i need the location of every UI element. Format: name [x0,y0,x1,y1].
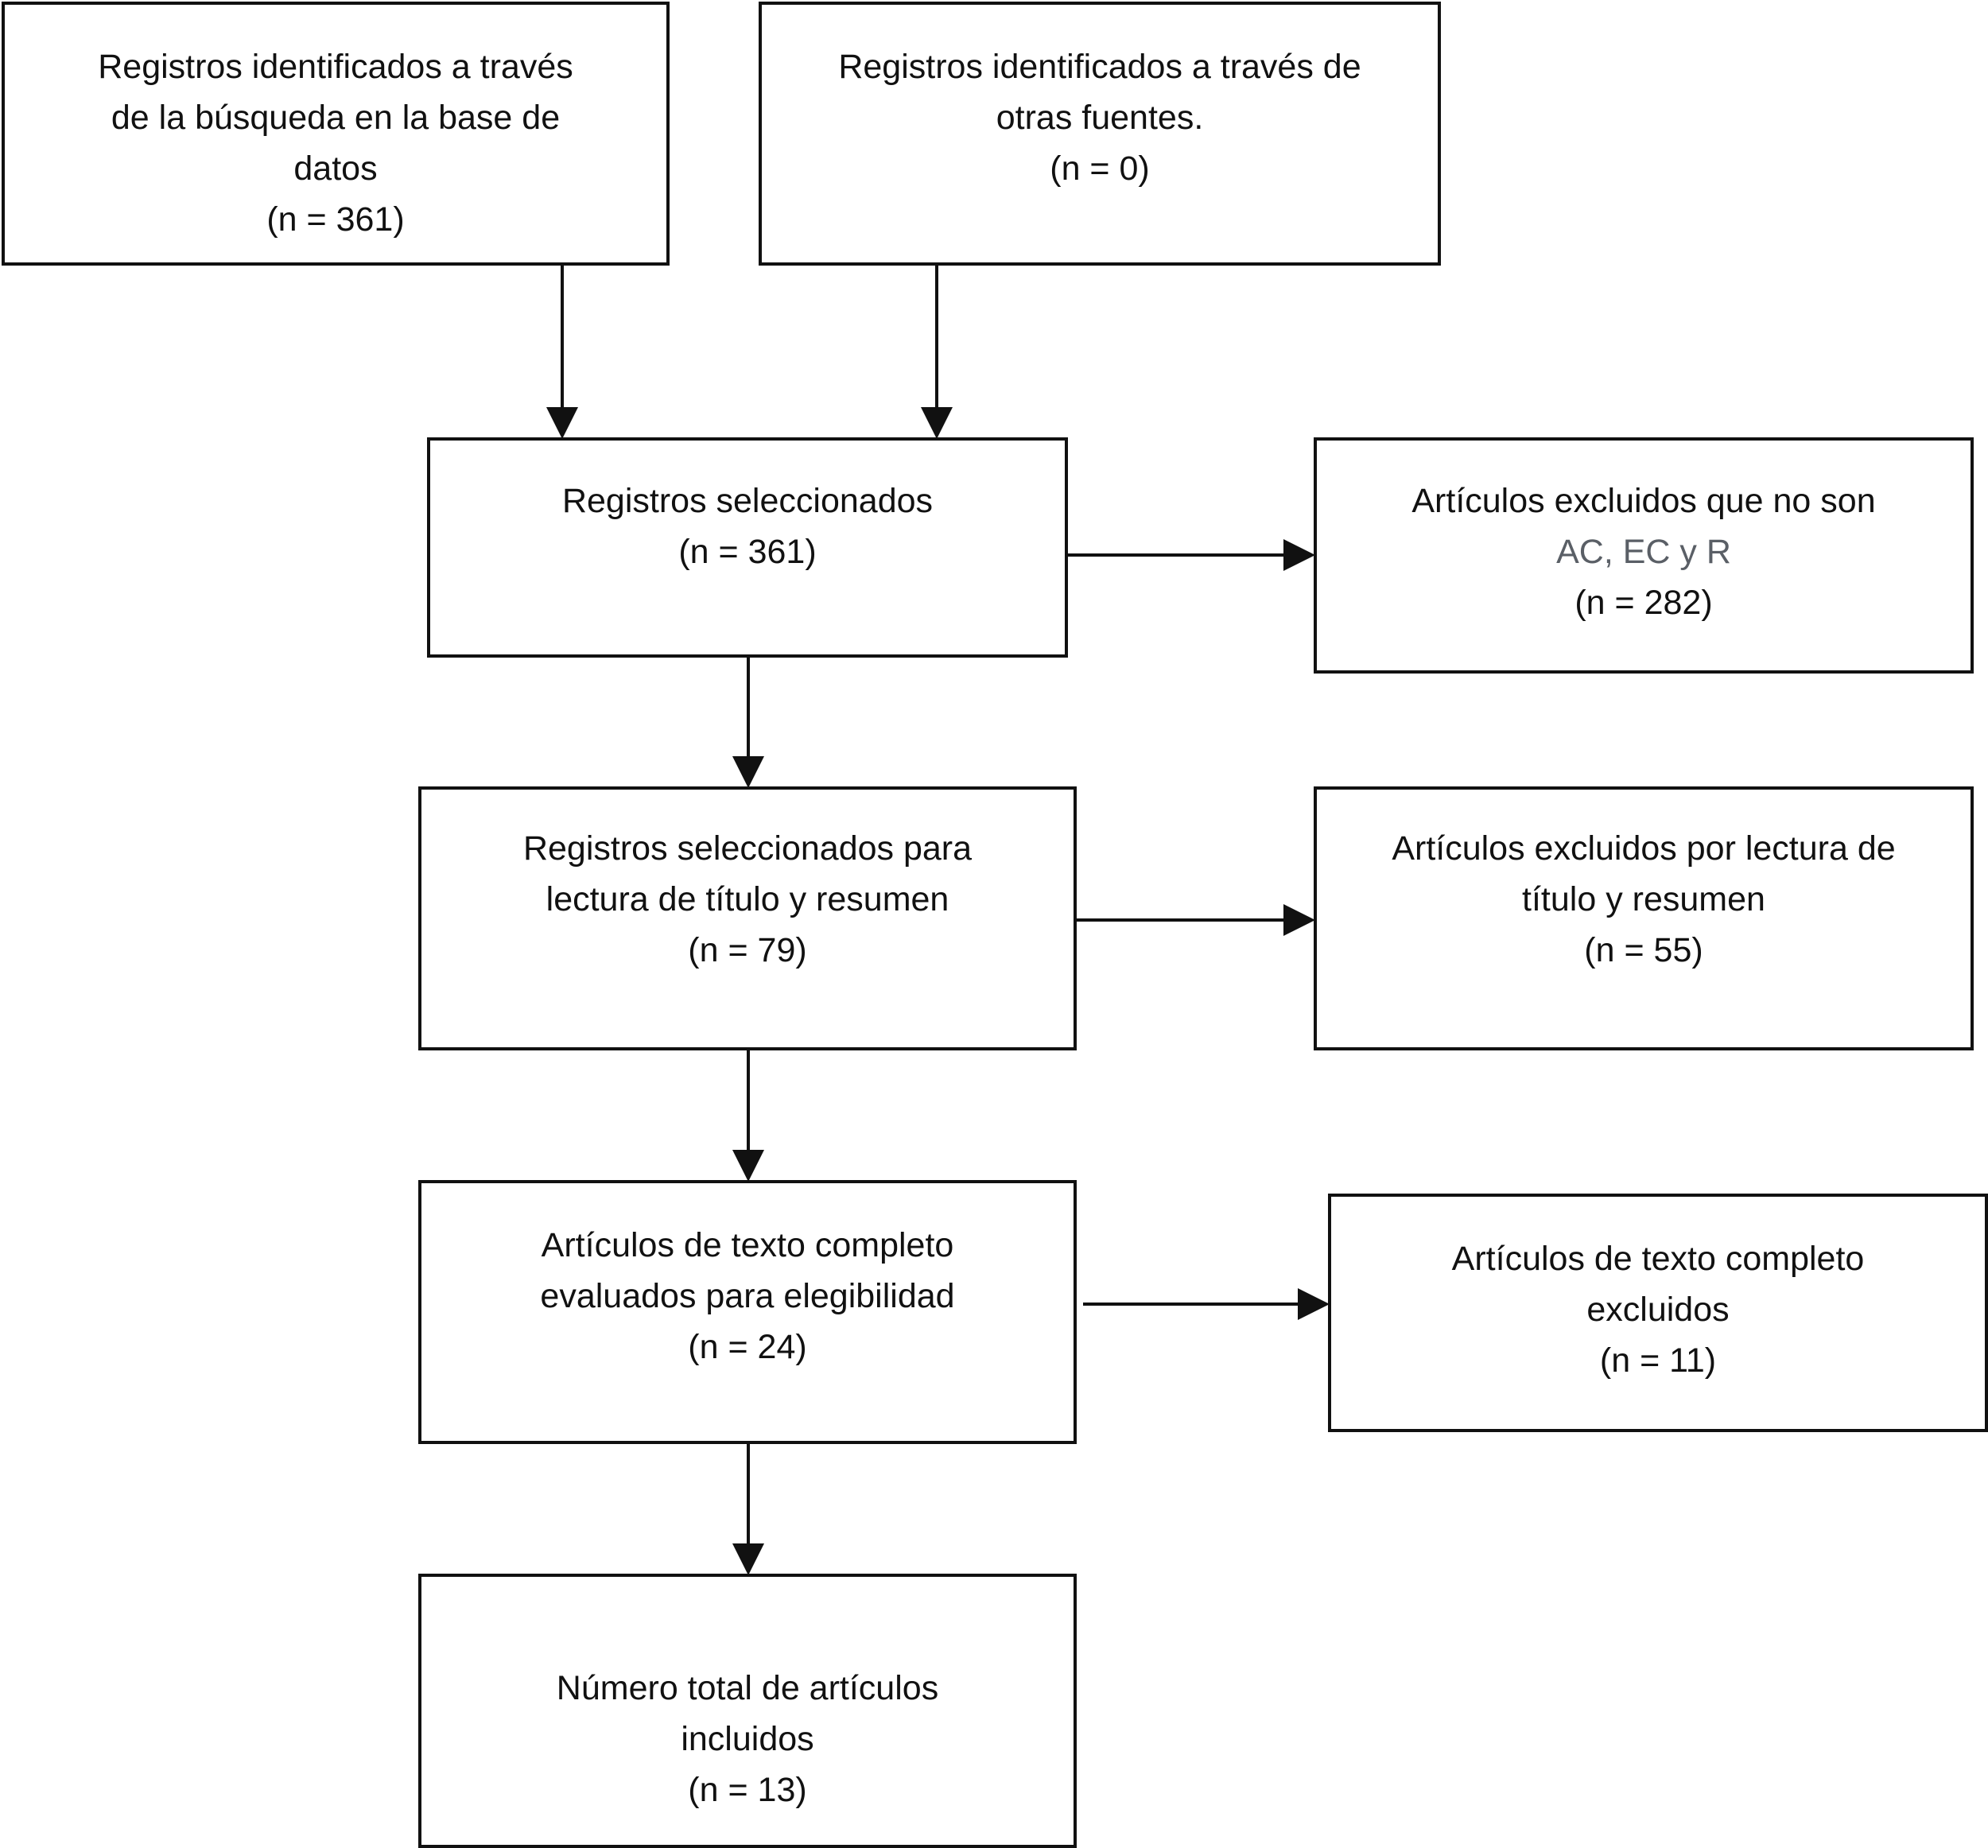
box-count: (n = 282) [1574,584,1713,622]
box-text-line: Registros seleccionados [561,482,934,520]
box-text-line: lectura de título y resumen [546,880,949,918]
box-title-abstract-screening: Registros seleccionados para lectura de … [418,786,1077,1050]
box-text-line: Artículos excluidos que no son [1411,482,1876,520]
box-count: (n = 79) [688,931,807,969]
box-count: (n = 55) [1584,931,1703,969]
box-total-included: Número total de artículos incluidos (n =… [418,1574,1077,1848]
box-identified-database: Registros identificados a través de la b… [2,2,670,266]
box-text-line: Registros seleccionados para [522,829,973,868]
box-text-line: datos [293,149,378,188]
box-text-line-muted: AC, EC y R [1556,533,1731,571]
box-count: (n = 11) [1599,1341,1717,1380]
box-text-line: Artículos de texto completo [1451,1240,1865,1278]
box-excluded-not-ac-ec-r: Artículos excluidos que no son AC, EC y … [1314,437,1974,674]
box-count: (n = 13) [688,1771,807,1809]
box-text-line: Registros identificados a través [98,48,573,86]
box-text-line: evaluados para elegibilidad [540,1277,955,1315]
box-count: (n = 361) [266,200,405,239]
box-selected-records: Registros seleccionados (n = 361) [427,437,1068,658]
box-text-line: título y resumen [1522,880,1765,918]
box-count: (n = 24) [688,1328,807,1366]
box-text-line: Número total de artículos [556,1669,939,1707]
box-text-line: incluidos [681,1720,814,1758]
box-identified-other-sources: Registros identificados a través de otra… [759,2,1441,266]
box-fulltext-excluded: Artículos de texto completo excluidos (n… [1328,1194,1988,1432]
box-text-line: otras fuentes. [996,99,1204,137]
box-fulltext-eligibility: Artículos de texto completo evaluados pa… [418,1180,1077,1444]
box-text-line: Artículos excluidos por lectura de [1392,829,1896,868]
box-count: (n = 0) [1050,149,1150,188]
box-text-line: Artículos de texto completo [541,1226,954,1264]
box-text-line: excluidos [1586,1291,1730,1329]
box-text-line: Registros identificados a través de [838,48,1361,86]
box-text-line: de la búsqueda en la base de [111,99,561,137]
box-excluded-title-abstract: Artículos excluidos por lectura de títul… [1314,786,1974,1050]
box-count: (n = 361) [678,533,817,571]
